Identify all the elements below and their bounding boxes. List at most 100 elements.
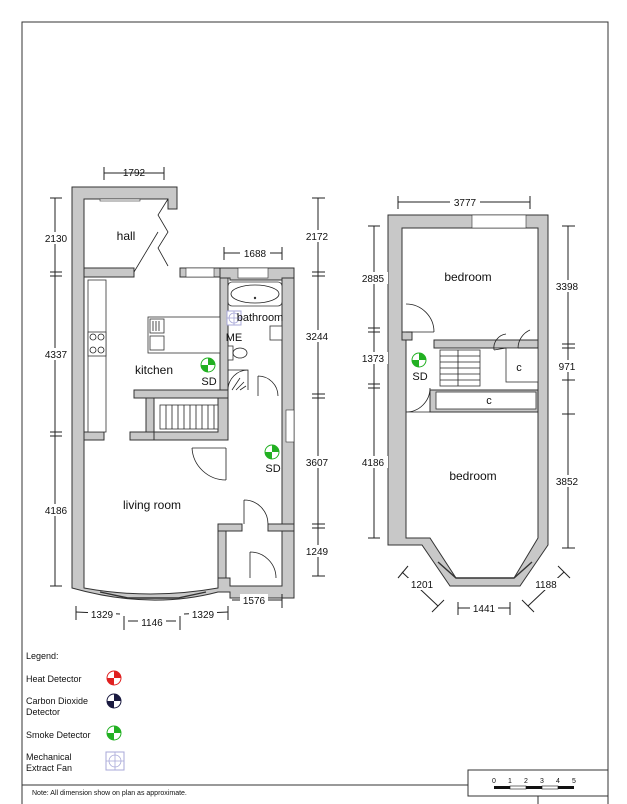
heat-detector-icon: [106, 670, 122, 686]
legend-fan-label-2: Extract Fan: [26, 763, 72, 773]
porch-wall-left: [217, 530, 227, 579]
room-label-bedroom-top: bedroom: [444, 270, 491, 284]
extract-fan-icon: [105, 751, 125, 771]
porch-wall-top: [217, 523, 243, 532]
winder-stair: [227, 369, 249, 391]
dim-right-top: 2172: [306, 232, 329, 243]
ground-floor-plan: 1792 2130 4337 4186 1688 2172 324: [42, 167, 332, 630]
hall-kitchen-wall: [83, 267, 135, 278]
living-upper-partition: [83, 431, 105, 441]
hall-top-window: [99, 198, 141, 202]
marker-me: ME: [226, 332, 243, 344]
room-label-cupboard-a: c: [516, 362, 522, 374]
cupboard-door-2: [517, 329, 538, 349]
kitchen-sink: [149, 318, 165, 334]
porch-inner-door: [243, 499, 269, 525]
bedroom-bottom-door: [405, 387, 431, 413]
marker-sd-landing: SD: [412, 371, 427, 383]
dim-first-left-bottom: 4186: [362, 458, 385, 469]
cupboard-upper: [505, 347, 539, 383]
porch-wall-top-right: [267, 523, 295, 532]
dim-right-bottom: 1249: [306, 547, 329, 558]
kitchen-sink-2: [149, 335, 165, 351]
room-label-kitchen: kitchen: [135, 363, 173, 377]
room-label-cupboard-b: c: [486, 395, 492, 407]
dim-first-top-width: 3777: [454, 198, 477, 209]
cupboard-door: [493, 333, 507, 351]
dim-bay-middle: 1441: [473, 604, 496, 615]
living-partition-right: [129, 431, 155, 441]
dim-bay-left: 1201: [411, 580, 434, 591]
ground-stairs: [159, 404, 219, 430]
cupboard-wall: [435, 391, 537, 410]
dim-first-left-top: 2885: [362, 274, 385, 285]
dim-first-left-middle: 1373: [362, 354, 385, 365]
legend-co-label-2: Detector: [26, 707, 60, 717]
bathroom-window: [237, 267, 269, 279]
porch-front-door: [249, 551, 277, 579]
hob-ring: [97, 333, 105, 341]
scale-tick-5: 5: [572, 778, 576, 785]
dim-bottom-middle: 1146: [141, 618, 163, 629]
bathtub: [227, 281, 283, 307]
bedroom-top-door: [405, 303, 435, 333]
smoke-detector-icon: [264, 444, 280, 460]
bay-window-ground: [99, 591, 207, 599]
landing-wall-left: [401, 331, 413, 341]
hob-ring: [97, 346, 105, 354]
kitchen-stair-wall: [133, 389, 229, 399]
first-stairs: [439, 349, 481, 387]
living-room-door: [191, 447, 227, 481]
room-label-bedroom-bottom: bedroom: [449, 469, 496, 483]
dim-first-right-top: 3398: [556, 282, 579, 293]
wc-bowl: [232, 347, 248, 359]
hob-ring: [89, 333, 97, 341]
bedroom-partition-wall: [433, 339, 539, 349]
scale-tick-0: 0: [492, 778, 496, 785]
dim-bottom-right: 1329: [192, 610, 215, 621]
legend-smoke-label: Smoke Detector: [26, 730, 91, 740]
smoke-detector-icon: [411, 352, 427, 368]
legend-co-label-1: Carbon Dioxide: [26, 696, 88, 706]
dim-kitchen-height: 4337: [45, 350, 68, 361]
carbon-dioxide-detector-icon: [106, 693, 122, 709]
hob: [87, 331, 107, 357]
bathtub-basin: [230, 284, 280, 304]
scale-bar: 0 1 2 3 4 5: [492, 778, 576, 790]
legend: Legend: Heat Detector Carbon Dioxide Det…: [26, 651, 125, 773]
room-label-living-room: living room: [123, 498, 181, 512]
bay-window-first: [437, 561, 533, 579]
marker-sd-kitchen: SD: [201, 376, 216, 388]
dimension-note: Note: All dimension show on plan as appr…: [32, 790, 187, 797]
bathroom-door: [257, 375, 279, 397]
hall-folding-door: [157, 198, 169, 267]
dim-ground-top-width: 1792: [123, 168, 146, 179]
marker-sd-hall: SD: [265, 463, 280, 475]
dim-first-right-middle: 971: [559, 362, 576, 373]
scale-tick-2: 2: [524, 778, 528, 785]
side-window: [285, 409, 295, 443]
dim-bottom-left: 1329: [91, 610, 114, 621]
dim-right-bathroom: 3244: [306, 332, 329, 343]
scale-tick-4: 4: [556, 778, 560, 785]
smoke-detector-icon: [200, 357, 216, 373]
room-label-bathroom: bathroom: [237, 312, 283, 324]
dim-bathroom-width: 1688: [244, 249, 267, 260]
sheet-border: [21, 21, 609, 804]
kitchen-window: [185, 267, 215, 278]
hall-door-line: [133, 231, 159, 273]
dim-hall-height: 2130: [45, 234, 68, 245]
first-floor-plan: 3777 2885 1373 4186 3398 971 3852: [358, 196, 582, 615]
dim-right-middle: 3607: [306, 458, 329, 469]
dim-first-right-bottom: 3852: [556, 477, 579, 488]
hob-ring: [89, 346, 97, 354]
dim-bay-right: 1188: [535, 580, 557, 591]
bathroom-basin: [269, 325, 283, 341]
legend-title: Legend:: [26, 651, 59, 661]
smoke-detector-icon: [106, 725, 122, 741]
legend-heat-label: Heat Detector: [26, 674, 82, 684]
bedroom-top-window: [471, 214, 527, 229]
title-block: 0 1 2 3 4 5 Note: All dimension show on …: [22, 769, 609, 804]
scale-tick-3: 3: [540, 778, 544, 785]
